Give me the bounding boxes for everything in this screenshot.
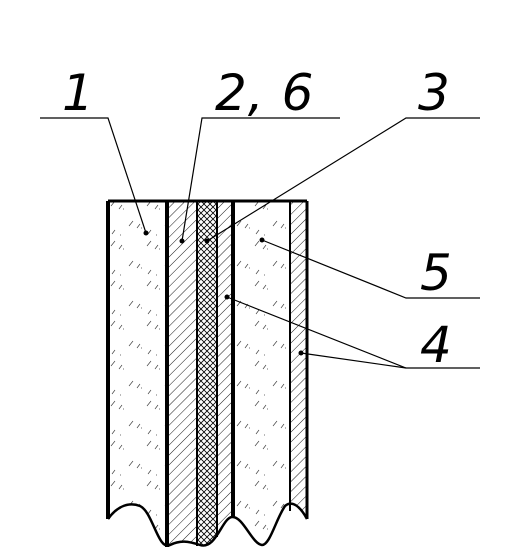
dot-4-outer <box>298 350 304 356</box>
layer-1-fill <box>108 201 166 546</box>
layer-3-fill <box>198 201 216 546</box>
layer-6-fill <box>218 201 232 546</box>
layer-2-fill <box>168 201 196 546</box>
wall-section <box>108 201 307 546</box>
callout-label-4: 4 <box>420 316 453 374</box>
callout-label-2-6: 2, 6 <box>215 64 314 122</box>
leader-2-6 <box>181 117 340 242</box>
leader-5 <box>261 239 480 299</box>
leader-3 <box>206 117 480 242</box>
dot-4-inner <box>224 294 230 300</box>
callout-label-3: 3 <box>418 64 451 122</box>
dot-2-6 <box>179 238 185 244</box>
layer-4-outer-fill <box>291 201 307 546</box>
leader-lines <box>40 117 480 369</box>
leader-1 <box>40 117 147 234</box>
leader-dots <box>143 230 304 356</box>
callout-label-5: 5 <box>420 244 453 302</box>
leader-4-branch <box>300 352 407 369</box>
layer-5-fill <box>234 201 289 546</box>
dot-1 <box>143 230 149 236</box>
dot-5 <box>259 237 265 243</box>
break-line <box>106 502 309 547</box>
callout-label-1: 1 <box>62 64 95 122</box>
wall-outline <box>106 199 309 547</box>
dot-3 <box>204 238 210 244</box>
